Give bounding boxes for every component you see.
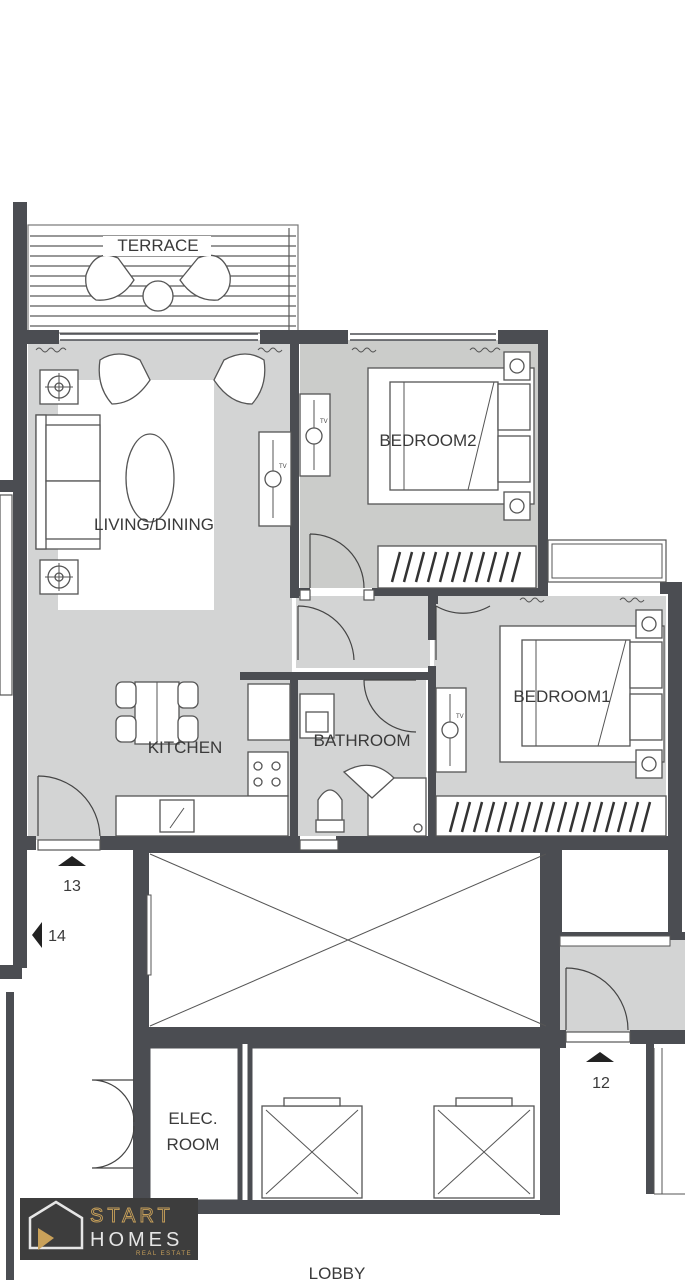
tv-unit-icon: TV: [435, 687, 467, 773]
house-logo-icon: [28, 1200, 84, 1250]
terrace-area: TERRACE: [27, 224, 299, 334]
armchair-icon: [98, 353, 151, 405]
sofa-icon: [35, 414, 101, 550]
dining-table-icon: [115, 681, 199, 745]
bathroom-label: BATHROOM: [314, 731, 411, 750]
lobby-label: LOBBY: [309, 1264, 366, 1280]
elec-room-label-line2: ROOM: [167, 1135, 220, 1154]
logo-start-text: START: [90, 1205, 174, 1227]
bedroom1-furniture: TV BEDROOM1: [435, 609, 667, 837]
lamp-icon: [635, 749, 663, 779]
kitchen-counter: [115, 795, 289, 837]
unit-markers: 13 14 12: [32, 856, 614, 1092]
door-icon: [91, 1079, 135, 1123]
arrow-left-icon: [32, 922, 42, 948]
curtains: [35, 347, 645, 603]
arrow-up-icon: [58, 856, 86, 866]
speaker-icon: [39, 369, 79, 405]
bedroom2-label: BEDROOM2: [379, 431, 476, 450]
wardrobe-icon: [435, 795, 667, 837]
shower-icon: [342, 764, 427, 837]
kitchen-furniture: KITCHEN: [115, 681, 291, 837]
toilet-icon: [315, 789, 345, 833]
bathroom-fixtures: BATHROOM: [299, 693, 427, 837]
door-icon: [309, 533, 365, 589]
svg-text:TV: TV: [456, 714, 464, 720]
windows: [0, 333, 667, 976]
door-icon: [37, 775, 101, 837]
arrow-up-icon: [586, 1052, 614, 1062]
door-icon: [363, 679, 417, 733]
sink-icon: [159, 799, 195, 833]
door-icon: [565, 967, 629, 1031]
coffee-table-icon: [125, 433, 175, 523]
terrace-chair-icon: [179, 254, 231, 301]
doors: [37, 533, 631, 1169]
elevator-icon: [433, 1097, 535, 1199]
door-icon: [297, 605, 355, 661]
terrace-label: TERRACE: [117, 236, 198, 255]
tv-unit-icon: TV: [299, 393, 331, 477]
fridge-icon: [247, 683, 291, 741]
bedroom2-furniture: TV BEDROOM2: [299, 351, 537, 589]
bed-icon: [367, 367, 535, 505]
lamp-icon: [635, 609, 663, 639]
living-dining-label: LIVING/DINING: [94, 515, 214, 534]
neighbor-unit: [559, 935, 685, 1195]
lamp-icon: [503, 351, 531, 381]
living-furniture: TV LIVING/DINING: [35, 353, 292, 595]
lamp-icon: [503, 491, 531, 521]
start-homes-logo: START HOMES REAL ESTATE: [20, 1198, 198, 1260]
terrace-chair-icon: [85, 254, 135, 301]
core: ELEC. ROOM: [149, 853, 547, 1199]
tv-unit-icon: TV: [258, 431, 292, 527]
logo-tagline: REAL ESTATE: [136, 1251, 192, 1257]
armchair-icon: [213, 353, 266, 405]
logo-homes-text: HOMES: [90, 1229, 183, 1251]
elevator-icon: [261, 1097, 363, 1199]
walls: [0, 202, 685, 1280]
wardrobe-icon: [377, 545, 537, 589]
terrace-table-icon: [142, 280, 174, 312]
svg-text:TV: TV: [279, 464, 287, 470]
bed-icon: [499, 625, 665, 763]
elec-room-label-line1: ELEC.: [168, 1109, 217, 1128]
washbasin-icon: [299, 693, 335, 739]
speaker-icon: [39, 559, 79, 595]
svg-text:TV: TV: [320, 419, 328, 425]
unit-number-14: 14: [48, 928, 66, 945]
unit-number-13: 13: [63, 878, 81, 895]
door-icon: [91, 1125, 135, 1169]
door-icon: [435, 605, 491, 660]
kitchen-label: KITCHEN: [148, 738, 223, 757]
unit-number-12: 12: [592, 1075, 610, 1092]
bedroom1-label: BEDROOM1: [513, 687, 610, 706]
stove-icon: [247, 751, 289, 797]
